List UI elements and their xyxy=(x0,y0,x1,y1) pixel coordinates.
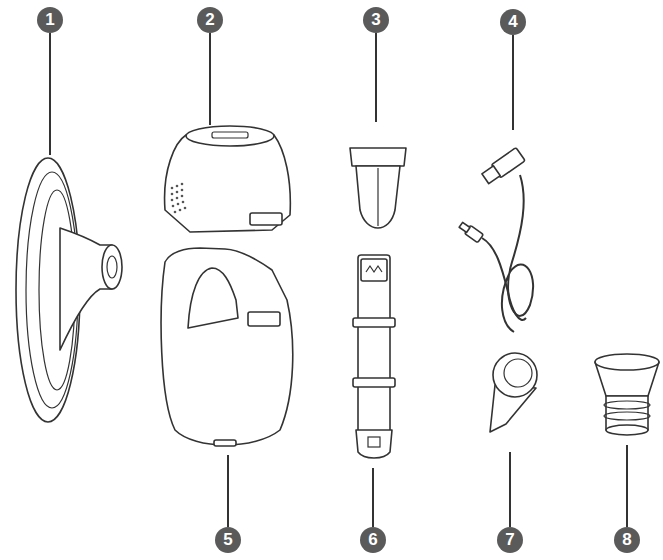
cable-wire xyxy=(502,175,533,332)
grille-dot xyxy=(176,191,179,194)
grille-dot xyxy=(177,203,180,206)
grille-dot xyxy=(171,193,174,196)
container-foot xyxy=(214,440,236,446)
strap-loop xyxy=(353,318,395,327)
flange-neck xyxy=(60,228,112,350)
leader-line xyxy=(375,33,377,122)
container-opening xyxy=(188,268,238,328)
callout-marker xyxy=(360,527,386,553)
pump-top-body xyxy=(165,135,291,232)
strap-clip xyxy=(356,430,392,458)
leader-lines xyxy=(50,33,627,527)
usb-plug-tip xyxy=(482,166,500,184)
micro-plug xyxy=(458,221,483,243)
insert-base xyxy=(606,425,648,435)
valve-cap xyxy=(350,148,406,166)
speaker-grille xyxy=(171,183,187,214)
grille-dot xyxy=(174,211,177,214)
callout-marker xyxy=(614,527,640,553)
callout-number: 4 xyxy=(500,9,526,35)
insert-rim xyxy=(595,354,659,370)
leader-line xyxy=(227,455,229,527)
container-part xyxy=(161,248,293,446)
valve-seam xyxy=(377,168,378,226)
grille-dot xyxy=(171,199,174,202)
strap-band xyxy=(358,255,390,435)
cone-part xyxy=(490,353,537,432)
strap-buckle xyxy=(361,259,387,281)
callout-number: 8 xyxy=(614,527,640,553)
callout-marker xyxy=(37,7,63,33)
grille-dot xyxy=(179,209,182,212)
callout-marker xyxy=(197,7,223,33)
flange-part xyxy=(16,158,122,422)
grille-dot xyxy=(182,201,185,204)
leader-line xyxy=(509,452,511,527)
cable-wire xyxy=(482,238,526,320)
container-tab xyxy=(248,312,280,326)
container-body xyxy=(161,248,293,445)
insert-part xyxy=(595,354,659,435)
leader-line xyxy=(209,33,211,125)
callout-marker xyxy=(500,9,526,35)
callout-marker xyxy=(497,527,523,553)
pump-top-tab xyxy=(250,213,282,225)
strap-loop xyxy=(353,378,395,387)
callout-marker xyxy=(363,7,389,33)
leader-line xyxy=(372,468,374,527)
pump-top-part xyxy=(165,126,291,232)
callout-markers xyxy=(37,7,640,553)
insert-ring xyxy=(604,412,650,420)
flange-opening xyxy=(102,245,122,289)
grille-dot xyxy=(176,185,179,188)
strap-buckle-mark xyxy=(366,266,382,272)
strap-part xyxy=(353,255,395,458)
strap-clip-hole xyxy=(368,437,380,447)
grille-dot xyxy=(184,207,187,210)
insert-ring xyxy=(604,401,650,409)
leader-line xyxy=(626,445,628,527)
valve-part xyxy=(350,148,406,228)
grille-dot xyxy=(176,197,179,200)
leader-line xyxy=(49,33,51,155)
valve-body xyxy=(356,166,400,228)
callout-number: 2 xyxy=(197,7,223,33)
callout-number: 1 xyxy=(37,7,63,33)
leader-line xyxy=(512,35,514,130)
callout-marker xyxy=(215,527,241,553)
usb-plug xyxy=(481,148,525,186)
callout-number: 3 xyxy=(363,7,389,33)
grille-dot xyxy=(181,195,184,198)
cone-disc xyxy=(493,353,537,397)
cable-part xyxy=(458,148,533,332)
grille-dot xyxy=(181,183,184,186)
grille-dot xyxy=(181,189,184,192)
callout-number: 7 xyxy=(497,527,523,553)
pump-top-cap xyxy=(186,126,274,146)
grille-dot xyxy=(171,187,174,190)
cone-disc-inner xyxy=(504,359,532,387)
callout-number: 6 xyxy=(360,527,386,553)
callout-number: 5 xyxy=(215,527,241,553)
micro-plug-tip xyxy=(459,222,470,232)
pump-top-slot xyxy=(212,132,248,138)
flange-opening xyxy=(107,256,117,278)
grille-dot xyxy=(172,205,175,208)
